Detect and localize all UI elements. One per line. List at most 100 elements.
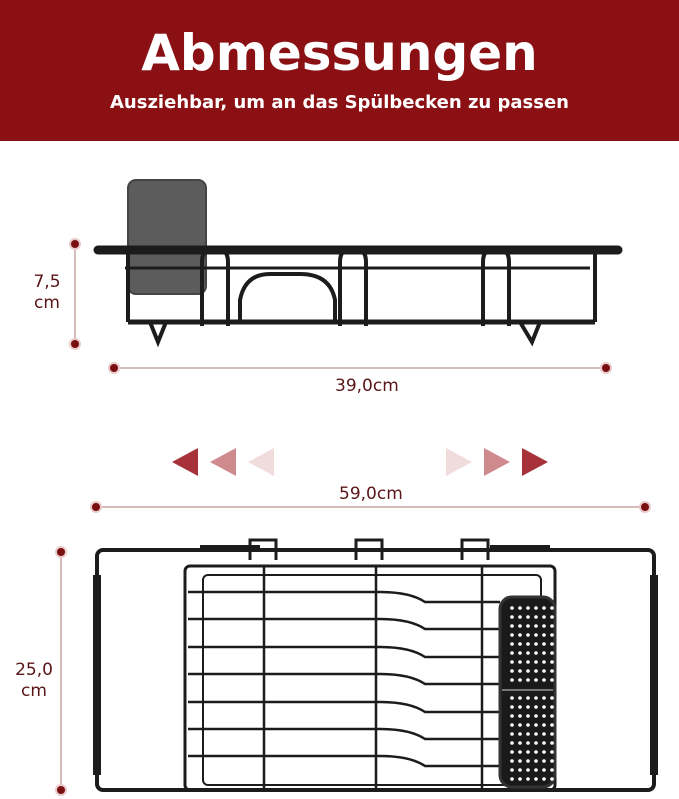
perforation-hole — [550, 669, 554, 673]
perforation-hole — [518, 651, 522, 655]
perforation-hole — [534, 723, 538, 727]
perforation-hole — [510, 669, 514, 673]
perforation-hole — [526, 741, 530, 745]
perforation-hole — [510, 759, 514, 763]
perforation-hole — [518, 741, 522, 745]
perforation-hole — [534, 660, 538, 664]
perforation-hole — [550, 615, 554, 619]
perforation-hole — [534, 624, 538, 628]
perforation-hole — [534, 678, 538, 682]
perforation-hole — [526, 723, 530, 727]
perforation-hole — [526, 705, 530, 709]
perforation-hole — [534, 642, 538, 646]
perforation-hole — [526, 714, 530, 718]
perforation-hole — [550, 606, 554, 610]
perforation-hole — [526, 624, 530, 628]
perforation-hole — [550, 651, 554, 655]
extension-arrows-left — [172, 448, 274, 476]
perforation-hole — [526, 750, 530, 754]
perforation-hole — [510, 705, 514, 709]
perforation-hole — [550, 723, 554, 727]
perforation-hole — [518, 750, 522, 754]
perforation-hole — [518, 732, 522, 736]
perforation-hole — [510, 642, 514, 646]
side-view-rack — [93, 179, 623, 348]
depth-value: 25,0 — [15, 660, 53, 680]
perforation-hole — [510, 633, 514, 637]
perforation-hole — [518, 669, 522, 673]
perforation-hole — [542, 759, 546, 763]
perforation-hole — [542, 723, 546, 727]
perforation-hole — [542, 777, 546, 781]
perforation-hole — [534, 759, 538, 763]
perforation-hole — [526, 669, 530, 673]
perforation-hole — [510, 651, 514, 655]
perforation-hole — [518, 660, 522, 664]
perforation-hole — [534, 768, 538, 772]
perforation-hole — [550, 732, 554, 736]
perforation-hole — [510, 768, 514, 772]
perforation-hole — [518, 777, 522, 781]
perforation-hole — [550, 624, 554, 628]
top-view-rack — [93, 538, 658, 792]
height-value: 7,5 — [33, 272, 61, 292]
perforation-hole — [510, 606, 514, 610]
perforation-hole — [518, 615, 522, 619]
depth-unit: cm — [21, 681, 47, 701]
width-label: 39,0cm — [335, 376, 399, 396]
perforation-hole — [510, 624, 514, 628]
perforation-hole — [550, 642, 554, 646]
perforation-hole — [534, 696, 538, 700]
perforation-hole — [550, 741, 554, 745]
perforation-hole — [542, 768, 546, 772]
perforation-hole — [510, 741, 514, 745]
perforation-hole — [526, 660, 530, 664]
perforation-hole — [518, 768, 522, 772]
perforation-hole — [510, 750, 514, 754]
perforation-hole — [510, 732, 514, 736]
perforation-hole — [518, 696, 522, 700]
perforation-hole — [518, 624, 522, 628]
perforation-hole — [534, 606, 538, 610]
perforation-hole — [550, 705, 554, 709]
perforation-hole — [542, 696, 546, 700]
page-subtitle: Ausziehbar, um an das Spülbecken zu pass… — [110, 92, 569, 113]
header-banner: Abmessungen Ausziehbar, um an das Spülbe… — [0, 0, 679, 141]
perforation-hole — [510, 678, 514, 682]
perforation-hole — [510, 660, 514, 664]
perforation-hole — [542, 741, 546, 745]
perforation-hole — [542, 705, 546, 709]
perforation-hole — [526, 768, 530, 772]
perforation-hole — [518, 633, 522, 637]
perforation-hole — [526, 678, 530, 682]
dimension-extended-width — [90, 501, 651, 513]
perforation-hole — [542, 615, 546, 619]
perforation-hole — [518, 759, 522, 763]
soap-sponge-holder — [498, 595, 557, 789]
perforation-hole — [542, 669, 546, 673]
perforation-hole — [550, 678, 554, 682]
perforation-hole — [542, 624, 546, 628]
perforation-hole — [526, 642, 530, 646]
perforation-hole — [542, 633, 546, 637]
perforation-hole — [550, 750, 554, 754]
perforation-hole — [542, 750, 546, 754]
perforation-hole — [510, 714, 514, 718]
dimension-height-side — [69, 238, 81, 350]
perforation-hole — [542, 606, 546, 610]
perforation-hole — [534, 669, 538, 673]
perforation-hole — [550, 714, 554, 718]
perforation-hole — [534, 732, 538, 736]
perforation-hole — [542, 660, 546, 664]
perforation-hole — [550, 696, 554, 700]
perforation-hole — [510, 723, 514, 727]
perforation-hole — [526, 615, 530, 619]
perforation-hole — [542, 651, 546, 655]
perforation-hole — [550, 777, 554, 781]
perforation-hole — [550, 633, 554, 637]
dimension-width-side — [108, 362, 612, 374]
page-title: Abmessungen — [141, 24, 538, 82]
perforation-hole — [542, 714, 546, 718]
perforation-hole — [518, 606, 522, 610]
